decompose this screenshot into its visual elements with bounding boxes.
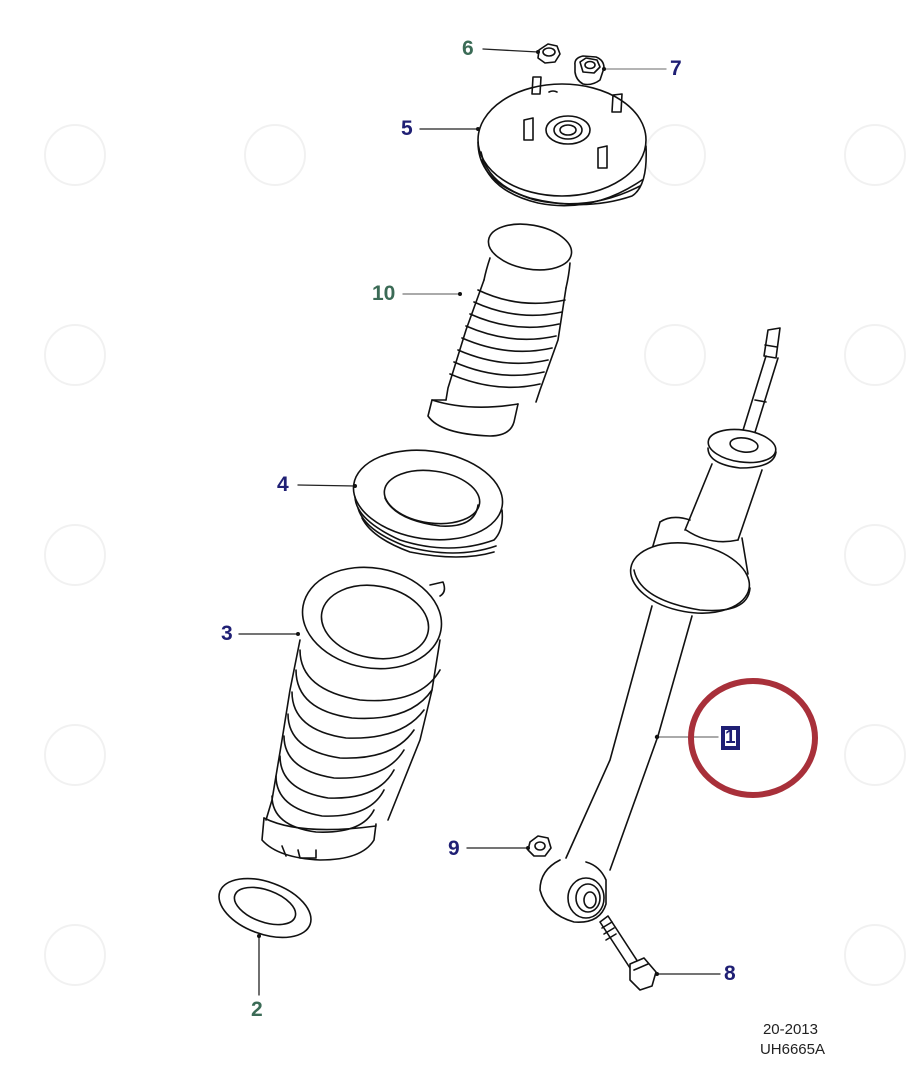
watermark-icon (844, 324, 906, 386)
watermark-icon (244, 124, 306, 186)
lower-nut-drawing[interactable] (527, 835, 552, 857)
piston-rod-nut-drawing[interactable] (574, 55, 605, 86)
watermark-icon (844, 724, 906, 786)
callout-3[interactable]: 3 (221, 622, 233, 645)
watermark-icon (44, 724, 106, 786)
upper-spring-seat-drawing[interactable] (348, 441, 509, 558)
top-mount-drawing[interactable] (477, 76, 648, 207)
callout-1-selected[interactable]: 1 (721, 726, 740, 750)
watermark-icon (844, 524, 906, 586)
coil-spring-drawing[interactable] (261, 557, 450, 861)
callout-4[interactable]: 4 (277, 473, 289, 496)
callout-2[interactable]: 2 (251, 998, 263, 1021)
diagram-reference: UH6665A (759, 1041, 825, 1058)
watermark-icon (844, 124, 906, 186)
spring-seat-insulator-drawing[interactable] (211, 867, 319, 949)
diagram-code: 20-2013 (762, 1021, 818, 1038)
watermark-icon (644, 124, 706, 186)
shock-absorber-drawing[interactable] (539, 327, 781, 923)
dust-boot-drawing[interactable] (427, 218, 575, 437)
leader-4 (297, 484, 356, 487)
callout-5[interactable]: 5 (401, 117, 413, 140)
watermark-icon (44, 324, 106, 386)
mount-nut-drawing[interactable] (537, 43, 561, 64)
watermark-icon (644, 324, 706, 386)
callout-6[interactable]: 6 (462, 37, 474, 60)
callout-10[interactable]: 10 (372, 282, 396, 305)
callout-7[interactable]: 7 (670, 57, 682, 80)
callout-9[interactable]: 9 (448, 837, 460, 860)
watermark-icon (44, 524, 106, 586)
lower-bolt-drawing[interactable] (599, 915, 657, 991)
leader-6 (482, 48, 539, 53)
leader-lines (238, 48, 721, 996)
watermark-icon (44, 924, 106, 986)
watermark-icon (844, 924, 906, 986)
callout-8[interactable]: 8 (724, 962, 736, 985)
watermark-icon (44, 124, 106, 186)
highlight-circle (688, 678, 818, 798)
